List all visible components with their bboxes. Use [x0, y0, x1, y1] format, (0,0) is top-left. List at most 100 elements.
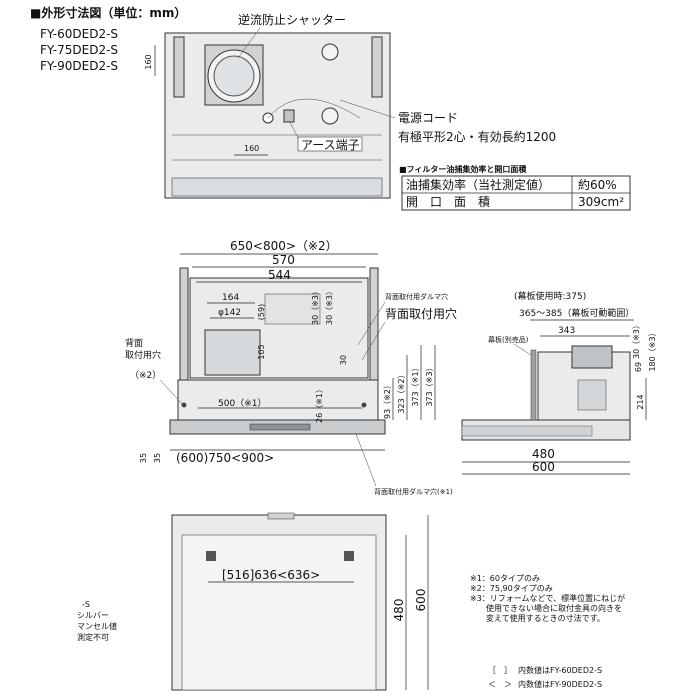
back-daruma-bottom-label: 背面取付用ダルマ穴(※1)	[374, 487, 453, 496]
bottom-screw-left	[206, 551, 216, 561]
back-hole-right-label: 背面取付用穴	[385, 306, 457, 321]
power-cord-label: 電源コード	[398, 111, 458, 125]
model-name-3: FY-90DED2-S	[40, 59, 118, 73]
top-view-body	[164, 32, 391, 199]
top-hole-1	[321, 43, 339, 61]
model-name-2: FY-75DED2-S	[40, 43, 118, 57]
top-bracket-right	[371, 36, 383, 98]
legend-1-bracket: ［ ］	[488, 666, 512, 675]
dim-600-bottom: 600	[414, 589, 428, 612]
dim-323: 323（※2）	[397, 370, 406, 413]
dim-35-2: 35	[153, 453, 162, 463]
side-view: (幕板使用時:375) 365～385（幕板可動範囲） 343 幕板(別売品) …	[461, 290, 657, 475]
front-duct	[204, 329, 261, 376]
dim-30-side: 30（※3）	[632, 321, 641, 359]
dim-544: 544	[268, 268, 291, 282]
earth-label-box	[297, 136, 363, 152]
front-view: 650<800>（※2） 570 544 164 φ142 (59) 105 3…	[125, 239, 457, 496]
dim-105: 105	[257, 344, 266, 359]
back-hole-note: （※2）	[130, 370, 161, 381]
dim-69: 69	[634, 362, 643, 372]
dim-480-bottom: 480	[392, 599, 406, 622]
legend-2-text: 内数値はFY-90DED2-S	[518, 679, 602, 689]
model-name-1: FY-60DED2-S	[40, 27, 118, 41]
dim-30-3: 30	[339, 355, 348, 365]
power-cord-spec: 有極平形2心・有効長約1200	[398, 129, 556, 144]
dim-650: 650<800>（※2）	[230, 239, 338, 253]
dim-480-side: 480	[532, 447, 555, 461]
color-note-line-1: -S	[82, 600, 90, 609]
front-bracket-left	[179, 267, 189, 381]
dim-500: 500（※1）	[218, 398, 266, 409]
earth-terminal-label: アース端子	[301, 138, 360, 152]
filter-row-2-label: 開 口 面 積	[406, 194, 490, 209]
earth-terminal-block	[283, 109, 295, 123]
dim-600-side: 600	[532, 460, 555, 474]
curtain-note: (幕板使用時:375)	[514, 290, 586, 302]
back-hole-leader	[159, 379, 184, 406]
shutter-leader	[237, 27, 261, 59]
bottom-view: [516]636<636> 480 600	[171, 512, 429, 691]
color-note-line-4: 測定不可	[77, 632, 109, 642]
dim-phi142: φ142	[218, 308, 241, 318]
front-motor-cover	[264, 293, 321, 325]
dim-636: [516]636<636>	[222, 568, 320, 582]
dim-26: 26（※1）	[315, 385, 324, 423]
shutter-disc	[213, 55, 255, 97]
side-filter	[461, 425, 593, 437]
dim-93: 93（※2）	[383, 381, 392, 419]
color-note-line-3: マンセル値	[77, 621, 117, 631]
bottom-front-tab	[267, 512, 295, 520]
dim-59: (59)	[257, 304, 266, 320]
filter-row-2-value: 309cm²	[578, 195, 624, 209]
footnote-4: 使用できない場合に取付金具の向きを	[470, 603, 622, 613]
dim-164: 164	[222, 293, 239, 303]
side-motor	[571, 345, 613, 369]
back-hole-label-2: 取付用穴	[125, 349, 161, 361]
footnote-3: ※3：リフォームなどで、標準位置にねじが	[470, 593, 625, 603]
power-cord-line	[267, 98, 361, 119]
back-hole-right-leader	[361, 321, 386, 361]
top-front-lip	[171, 177, 383, 197]
top-hole-2	[321, 107, 339, 125]
dim-160-vertical: 160	[144, 54, 153, 69]
dim-214: 214	[636, 394, 645, 409]
filter-table: ■フィルター油捕集効率と開口面積 油捕集効率（当社測定値） 約60% 開 口 面…	[399, 164, 631, 211]
curtain-board-label: 幕板(別売品)	[488, 335, 529, 344]
front-control-panel	[249, 423, 311, 431]
dim-180: 180（※3）	[648, 328, 657, 371]
side-curtain-board	[530, 349, 537, 421]
back-hole-label-1: 背面	[125, 337, 143, 349]
filter-table-title: ■フィルター油捕集効率と開口面積	[399, 164, 527, 174]
dim-35-1: 35	[139, 453, 148, 463]
curtain-board-leader	[513, 343, 532, 356]
back-daruma-label: 背面取付用ダルマ穴	[385, 292, 448, 301]
back-daruma-bottom-leader	[355, 433, 377, 487]
legend-2-bracket: ＜ ＞	[488, 680, 512, 689]
dim-373-2: 373（※3）	[425, 363, 434, 406]
dim-343: 343	[558, 326, 575, 336]
dim-750: (600)750<900>	[176, 451, 274, 465]
footnote-2: ※2：75,90タイプのみ	[470, 584, 553, 593]
footnote-1: ※1：60タイプのみ	[470, 574, 540, 583]
back-daruma-leader	[357, 301, 386, 346]
dim-570: 570	[272, 253, 295, 267]
dim-30-2: 30（※3）	[325, 287, 334, 325]
side-fan	[577, 379, 607, 411]
front-lower-hood	[177, 379, 379, 423]
shutter-label: 逆流防止シャッター	[238, 12, 346, 27]
dim-373-1: 373（※1）	[411, 363, 420, 406]
back-hole-dot-left	[181, 402, 187, 408]
color-note: -S シルバー マンセル値 測定不可	[77, 600, 117, 642]
power-cord-leader	[339, 99, 396, 119]
top-bracket-left	[173, 36, 185, 98]
filter-row-1-value: 約60%	[578, 177, 617, 192]
dim-365: 365～385（幕板可動範囲）	[519, 307, 634, 319]
color-note-line-2: シルバー	[77, 611, 109, 620]
footnote-5: 変えて使用するときの寸法です。	[470, 613, 605, 623]
bottom-screw-right	[344, 551, 354, 561]
dim-30-1: 30（※3）	[311, 287, 320, 325]
back-hole-dot-right	[361, 402, 367, 408]
